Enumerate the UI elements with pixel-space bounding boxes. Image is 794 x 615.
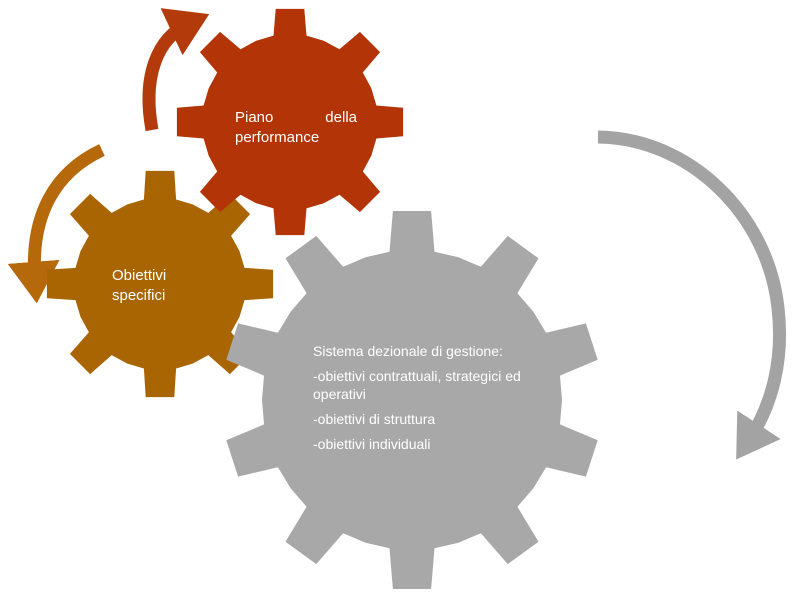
red-cycle-arrow <box>142 8 210 132</box>
orange-gear-line1: Obiettivi <box>112 267 167 284</box>
red-gear-word-piano: Piano <box>235 109 274 126</box>
gray-gear <box>226 211 598 589</box>
gray-gear-title: Sistema dezionale di gestione: <box>313 343 503 359</box>
gray-gear-item-struttura: -obiettivi di struttura <box>313 411 436 427</box>
orange-cycle-arrow <box>7 144 105 304</box>
red-gear-label: Piano della performance <box>235 108 357 148</box>
red-gear <box>176 8 404 236</box>
gray-gear-item-contrattuali: -obiettivi contrattuali, strategici ed o… <box>313 368 521 402</box>
orange-gear <box>46 170 274 398</box>
red-gear-label-line1: Piano della <box>235 108 357 128</box>
orange-gear-label: Obiettivi specifici <box>112 266 202 306</box>
red-gear-word-della: della <box>325 109 357 126</box>
gray-cycle-arrow <box>597 130 787 460</box>
orange-gear-line2: specifici <box>112 287 166 304</box>
gray-gear-item-individuali: -obiettivi individuali <box>313 436 431 452</box>
gray-gear-label: Sistema dezionale di gestione: -obiettiv… <box>313 342 563 460</box>
red-gear-word-performance: performance <box>235 129 320 146</box>
